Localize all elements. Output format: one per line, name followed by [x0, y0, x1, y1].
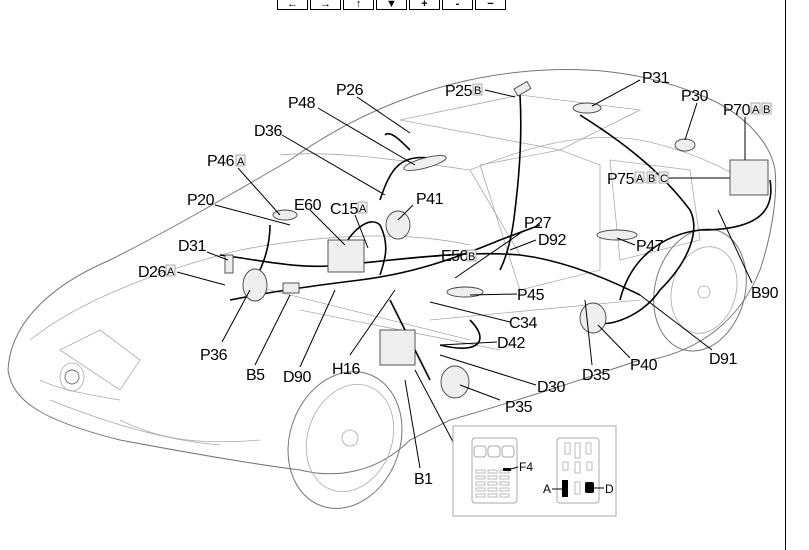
- speaker-p31: [572, 102, 602, 114]
- label-b90[interactable]: B90: [751, 285, 779, 302]
- label-relay-d: D: [605, 482, 614, 496]
- zoom-in-button[interactable]: +: [409, 0, 440, 10]
- label-p70-sub-b: B: [763, 104, 770, 116]
- arrow-up-icon: ↑: [355, 0, 362, 10]
- label-d31[interactable]: D31: [178, 238, 207, 255]
- label-e50[interactable]: E50: [441, 248, 469, 265]
- label-p30[interactable]: P30: [681, 88, 709, 105]
- label-p45[interactable]: P45: [517, 287, 545, 304]
- label-p75-sub-a: A: [636, 173, 644, 185]
- pan-down-button[interactable]: ▼: [376, 0, 407, 10]
- label-p70[interactable]: P70: [723, 102, 751, 119]
- speaker-p35: [440, 365, 470, 399]
- pan-left-button[interactable]: ←: [277, 0, 308, 10]
- zoom-out-button[interactable]: −: [475, 0, 506, 10]
- reset-zoom-button[interactable]: -: [442, 0, 473, 10]
- lamp-p45: [446, 286, 484, 298]
- label-p35[interactable]: P35: [505, 399, 533, 416]
- speaker-p40: [579, 302, 607, 334]
- label-d26-sub: A: [167, 266, 175, 278]
- relay-b5: [282, 282, 300, 294]
- lamp-p48: [403, 155, 447, 171]
- label-e50-sub: B: [468, 251, 475, 263]
- label-d90[interactable]: D90: [283, 369, 312, 386]
- arrow-down-icon: ▼: [386, 0, 397, 10]
- label-p47[interactable]: P47: [636, 238, 664, 255]
- label-e60[interactable]: E60: [294, 197, 322, 214]
- label-c15[interactable]: C15: [330, 201, 359, 218]
- label-f4: F4: [519, 460, 533, 474]
- label-d92[interactable]: D92: [538, 232, 567, 249]
- label-d26[interactable]: D26: [138, 264, 167, 281]
- label-p41[interactable]: P41: [416, 191, 444, 208]
- lamp-p47: [596, 229, 638, 241]
- label-p70-sub-a: A: [752, 104, 760, 116]
- label-c15-sub: A: [359, 203, 367, 215]
- label-p36[interactable]: P36: [200, 347, 228, 364]
- dot-minus-icon: -: [455, 0, 460, 10]
- cd-changer-p70: [729, 159, 769, 196]
- label-b1[interactable]: B1: [414, 471, 434, 488]
- label-d30[interactable]: D30: [537, 379, 566, 396]
- car-body: [7, 69, 777, 475]
- label-p46-sub: A: [237, 156, 245, 168]
- speaker-p30: [674, 138, 696, 152]
- toolbar: ← → ↑ ▼ + - −: [277, 0, 508, 12]
- fuse-f4: [503, 468, 511, 471]
- pan-right-button[interactable]: →: [310, 0, 341, 10]
- arrow-right-icon: →: [320, 0, 331, 10]
- label-p31[interactable]: P31: [642, 70, 670, 87]
- label-relay-a: A: [543, 482, 551, 496]
- part-labels: P26 P48 D36 P46 A P20 E60 C15 A P41 D31 …: [138, 70, 779, 488]
- label-h16[interactable]: H16: [332, 361, 361, 378]
- pan-up-button[interactable]: ↑: [343, 0, 374, 10]
- speaker-p41: [385, 210, 411, 240]
- minus-icon: −: [487, 0, 494, 10]
- label-p46[interactable]: P46: [207, 153, 235, 170]
- label-d36[interactable]: D36: [254, 123, 283, 140]
- antenna-p25: [513, 80, 532, 97]
- connector-d31: [224, 254, 234, 274]
- label-p75-sub-c: C: [660, 173, 668, 185]
- label-p27[interactable]: P27: [524, 215, 552, 232]
- relay-a: [562, 480, 568, 497]
- relay-d: [585, 482, 594, 493]
- label-d35[interactable]: D35: [582, 367, 611, 384]
- fuse-relay-inset: F4 A D: [452, 425, 617, 517]
- label-p40[interactable]: P40: [630, 357, 658, 374]
- label-b5[interactable]: B5: [246, 367, 266, 384]
- label-p25[interactable]: P25: [445, 83, 473, 100]
- label-p26[interactable]: P26: [336, 82, 364, 99]
- label-p25-sub: B: [474, 85, 481, 97]
- label-d42[interactable]: D42: [497, 335, 526, 352]
- label-p20[interactable]: P20: [187, 192, 215, 209]
- label-p48[interactable]: P48: [288, 95, 316, 112]
- arrow-left-icon: ←: [287, 0, 298, 10]
- frame-border: [785, 0, 786, 550]
- label-d91[interactable]: D91: [709, 351, 738, 368]
- label-p75-sub-b: B: [648, 173, 655, 185]
- speaker-p36: [242, 268, 268, 302]
- label-c34[interactable]: C34: [509, 315, 538, 332]
- plus-icon: +: [421, 0, 428, 10]
- fuse-box: [379, 329, 416, 366]
- tweeter-p46: [272, 209, 298, 221]
- front-wheel: [287, 371, 403, 509]
- control-unit-e60: [327, 239, 365, 273]
- label-p75[interactable]: P75: [607, 171, 635, 188]
